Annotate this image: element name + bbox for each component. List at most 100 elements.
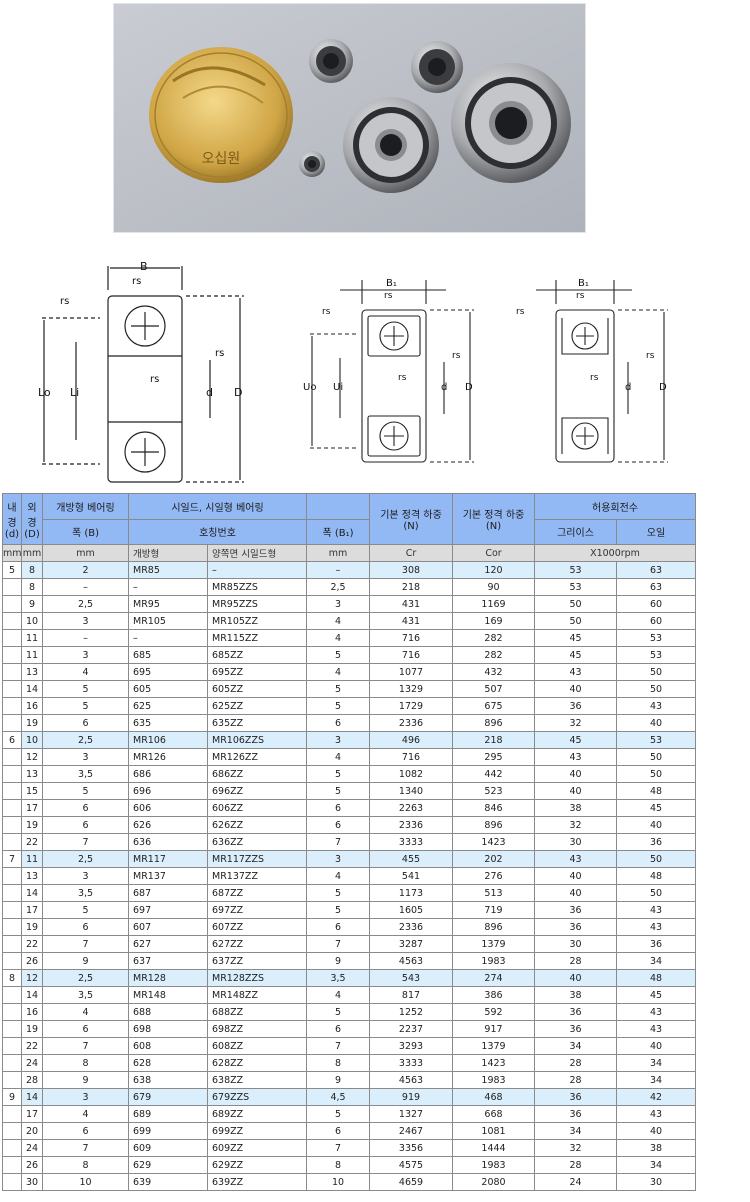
cell-grease: 40 bbox=[534, 680, 617, 698]
cell-shield-type: 639ZZ bbox=[207, 1173, 307, 1191]
cell-cor: 274 bbox=[452, 969, 535, 987]
cell-inner-d bbox=[2, 782, 22, 800]
cell-cor: 1423 bbox=[452, 833, 535, 851]
cell-oil: 50 bbox=[616, 663, 696, 681]
cell-cor: 896 bbox=[452, 714, 535, 732]
cell-open-type: 628 bbox=[128, 1054, 208, 1072]
cell-grease: 38 bbox=[534, 799, 617, 817]
cell-oil: 36 bbox=[616, 935, 696, 953]
cell-grease: 45 bbox=[534, 731, 617, 749]
cell-cr: 1082 bbox=[369, 765, 453, 783]
cell-outer-d: 9 bbox=[21, 595, 43, 613]
cell-inner-d bbox=[2, 1037, 22, 1055]
cell-outer-d: 13 bbox=[21, 867, 43, 885]
cell-outer-d: 16 bbox=[21, 1003, 43, 1021]
cell-grease: 36 bbox=[534, 697, 617, 715]
cell-open-type: MR117 bbox=[128, 850, 208, 868]
cell-open-type: 609 bbox=[128, 1139, 208, 1157]
shield-bearing-diagram bbox=[310, 280, 474, 463]
cell-cor: 386 bbox=[452, 986, 535, 1004]
unit-open-type: 개방형 bbox=[128, 544, 208, 562]
label-Uo: Uo bbox=[303, 382, 316, 393]
cell-width-b: 5 bbox=[42, 697, 129, 715]
cell-inner-d bbox=[2, 646, 22, 664]
cell-oil: 50 bbox=[616, 884, 696, 902]
cell-oil: 43 bbox=[616, 918, 696, 936]
header-shield-bearing: 시일드, 시일형 베어링 bbox=[128, 493, 307, 520]
cell-oil: 43 bbox=[616, 1105, 696, 1123]
cell-width-b: 9 bbox=[42, 952, 129, 970]
cell-grease: 43 bbox=[534, 850, 617, 868]
cell-inner-d bbox=[2, 986, 22, 1004]
cell-width-b: 7 bbox=[42, 1139, 129, 1157]
cell-shield-type: 627ZZ bbox=[207, 935, 307, 953]
cell-oil: 42 bbox=[616, 1088, 696, 1106]
bearing-large bbox=[343, 97, 439, 193]
cell-cor: 282 bbox=[452, 629, 535, 647]
cell-oil: 40 bbox=[616, 714, 696, 732]
cell-shield-type: MR105ZZ bbox=[207, 612, 307, 630]
cell-grease: 40 bbox=[534, 867, 617, 885]
cell-width-b: 8 bbox=[42, 1054, 129, 1072]
label-B1-3: B₁ bbox=[578, 278, 589, 289]
cell-grease: 32 bbox=[534, 816, 617, 834]
cell-cor: 1081 bbox=[452, 1122, 535, 1140]
cell-grease: 40 bbox=[534, 884, 617, 902]
cell-cor: 896 bbox=[452, 816, 535, 834]
cell-inner-d bbox=[2, 901, 22, 919]
cell-open-type: 679 bbox=[128, 1088, 208, 1106]
cell-cor: 1423 bbox=[452, 1054, 535, 1072]
cell-open-type: MR106 bbox=[128, 731, 208, 749]
cell-width-b1: 4 bbox=[306, 867, 370, 885]
cell-open-type: MR85 bbox=[128, 561, 208, 579]
label-Li: Li bbox=[70, 386, 79, 399]
header-width-b1: 폭 (B₁) bbox=[306, 518, 370, 545]
cell-cor: 295 bbox=[452, 748, 535, 766]
cell-outer-d: 8 bbox=[21, 561, 43, 579]
cell-inner-d bbox=[2, 935, 22, 953]
cell-outer-d: 22 bbox=[21, 935, 43, 953]
cell-width-b: 5 bbox=[42, 901, 129, 919]
cell-inner-d: 7 bbox=[2, 850, 22, 868]
cell-cor: 276 bbox=[452, 867, 535, 885]
cell-outer-d: 11 bbox=[21, 629, 43, 647]
cell-grease: 36 bbox=[534, 918, 617, 936]
cell-cr: 308 bbox=[369, 561, 453, 579]
cell-shield-type: 628ZZ bbox=[207, 1054, 307, 1072]
cell-width-b: 3 bbox=[42, 867, 129, 885]
label-D-2: D bbox=[465, 382, 473, 393]
cell-outer-d: 22 bbox=[21, 1037, 43, 1055]
cell-inner-d bbox=[2, 714, 22, 732]
cell-inner-d bbox=[2, 1156, 22, 1174]
header-open-bearing: 개방형 베어링 bbox=[42, 493, 129, 520]
cell-width-b: 6 bbox=[42, 1020, 129, 1038]
cell-cor: 90 bbox=[452, 578, 535, 596]
cell-open-type: 699 bbox=[128, 1122, 208, 1140]
cell-open-type: 626 bbox=[128, 816, 208, 834]
cell-width-b: 3,5 bbox=[42, 986, 129, 1004]
cell-cr: 919 bbox=[369, 1088, 453, 1106]
cell-cr: 543 bbox=[369, 969, 453, 987]
cell-shield-type: 685ZZ bbox=[207, 646, 307, 664]
unit-cr: Cr bbox=[369, 544, 453, 562]
cell-open-type: 688 bbox=[128, 1003, 208, 1021]
header-designation: 호칭번호 bbox=[128, 518, 307, 545]
unit-double-shield: 양쪽면 시일드형 bbox=[207, 544, 307, 562]
cell-width-b: 7 bbox=[42, 833, 129, 851]
cell-shield-type: 606ZZ bbox=[207, 799, 307, 817]
cell-grease: 28 bbox=[534, 1156, 617, 1174]
cell-open-type: 687 bbox=[128, 884, 208, 902]
cell-open-type: 697 bbox=[128, 901, 208, 919]
label-rs-2a: rs bbox=[384, 291, 393, 301]
cell-grease: 34 bbox=[534, 1037, 617, 1055]
label-rs-3d: rs bbox=[590, 373, 599, 383]
cell-outer-d: 8 bbox=[21, 578, 43, 596]
cell-oil: 43 bbox=[616, 1020, 696, 1038]
label-rs-2c: rs bbox=[452, 351, 461, 361]
